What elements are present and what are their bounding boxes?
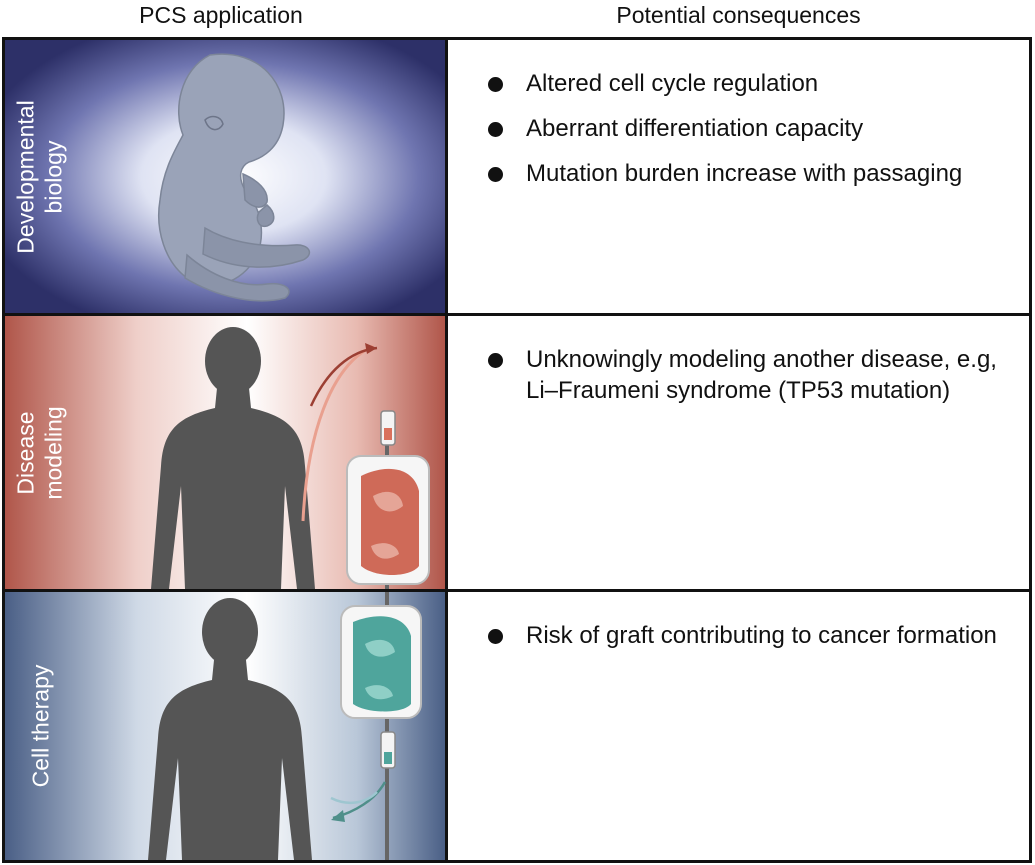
- arrow-icon: [330, 781, 387, 822]
- illustration-developmental-biology: Developmental biology: [5, 40, 448, 313]
- row-developmental-biology: Developmental biology Altered cell cycle…: [5, 40, 1029, 316]
- column-header-potential-consequences: Potential consequences: [616, 2, 861, 28]
- embryo-icon: [158, 53, 311, 302]
- row-label-line: Disease: [13, 410, 39, 495]
- blood-bag-icon: [346, 410, 430, 589]
- illustration-cell-therapy: Cell therapy: [5, 592, 448, 860]
- list-item: Risk of graft contributing to cancer for…: [488, 620, 1009, 651]
- cell-bag-icon: [340, 592, 422, 860]
- list-item: Mutation burden increase with passaging: [488, 158, 1009, 189]
- column-header-pcs-application: PCS application: [139, 2, 303, 28]
- row-label-line: Developmental: [13, 99, 40, 254]
- row-label-line: biology: [41, 140, 68, 213]
- row-cell-therapy: Cell therapy Risk of graft contributing …: [5, 592, 1029, 860]
- consequences-developmental-biology: Altered cell cycle regulation Aberrant d…: [448, 40, 1029, 313]
- consequences-cell-therapy: Risk of graft contributing to cancer for…: [448, 592, 1029, 860]
- row-label-line: Cell therapy: [27, 664, 54, 788]
- list-item: Altered cell cycle regulation: [488, 68, 1009, 99]
- list-item: Aberrant differentiation capacity: [488, 113, 1009, 144]
- consequence-table: Developmental biology Altered cell cycle…: [2, 37, 1032, 863]
- row-label-developmental-biology: Developmental biology: [5, 40, 75, 313]
- human-silhouette-icon: [148, 598, 312, 860]
- row-disease-modeling: Disease modeling Unknowingly modeling an…: [5, 316, 1029, 592]
- consequences-disease-modeling: Unknowingly modeling another disease, e.…: [448, 316, 1029, 589]
- row-label-cell-therapy: Cell therapy: [5, 592, 75, 860]
- row-label-disease-modeling: Disease modeling: [5, 316, 75, 589]
- list-item: Unknowingly modeling another disease, e.…: [488, 344, 1009, 406]
- arrow-icon: [301, 343, 378, 522]
- illustration-disease-modeling: Disease modeling: [5, 316, 448, 589]
- human-silhouette-icon: [151, 327, 315, 589]
- row-label-line: modeling: [41, 405, 67, 500]
